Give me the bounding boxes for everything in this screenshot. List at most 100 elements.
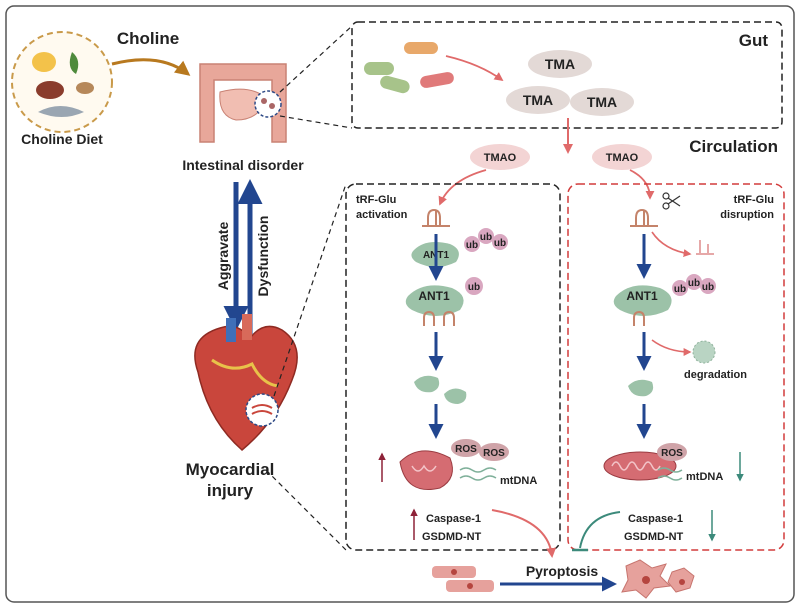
gut-box: Gut TMA TMA TMA	[351, 21, 783, 129]
choline-title: Choline	[117, 29, 179, 48]
degradation-label: degradation	[684, 369, 747, 381]
tmao-blob	[470, 144, 530, 170]
artery-vessel	[242, 314, 252, 340]
injury-label: injury	[207, 481, 254, 500]
trf-glu-bound-icon	[633, 310, 645, 326]
ub-label: ub	[468, 282, 480, 293]
trf-glu-icon	[635, 208, 649, 226]
liver-icon	[36, 81, 64, 99]
intestine-group: Intestinal disorder	[182, 63, 304, 173]
choline-diet-label: Choline Diet	[21, 131, 103, 147]
coronary-vessel	[211, 358, 279, 388]
mitochondrion-cristae	[611, 461, 661, 471]
right-panel: tRF-Glu disruption ANT1 ub ub ub degrada…	[567, 183, 785, 551]
gut-zoom-line-top	[279, 25, 353, 93]
bacterium-icon	[364, 62, 394, 75]
tmao-to-left-arrow	[438, 169, 487, 206]
ros-blob	[657, 443, 687, 461]
ant1-label: ANT1	[626, 289, 658, 303]
pyroptosis-group: Pyroptosis	[432, 509, 695, 599]
gsdmd-label: GSDMD-NT	[422, 531, 482, 543]
circulation-group: Circulation TMAO TMAO	[438, 137, 778, 206]
right-inhibits-pyroptosis-curve	[579, 511, 621, 549]
tmao-label: TMAO	[484, 152, 517, 164]
tmao-label: TMAO	[606, 152, 639, 164]
tma-label: TMA	[523, 92, 553, 108]
trf-glu-icon	[427, 208, 441, 226]
intestine-zoom-circle	[254, 90, 282, 118]
left-panel-border	[345, 183, 561, 551]
tma-blob	[506, 86, 570, 114]
healthy-mitochondrion-icon	[603, 451, 677, 481]
fish-icon	[38, 106, 84, 117]
gut-heart-links: Aggravate Dysfunction	[215, 179, 271, 334]
ant1-bound-icon	[405, 285, 464, 316]
myocardial-label: Myocardial	[186, 460, 275, 479]
aggravate-label: Aggravate	[215, 222, 231, 291]
pyroptosis-label: Pyroptosis	[526, 563, 599, 579]
ub-label: ub	[702, 282, 714, 293]
tma-blob	[528, 50, 592, 78]
gut-title: Gut	[739, 31, 769, 50]
ubiquitin-icon	[672, 280, 688, 296]
ubiquitin-icon	[464, 236, 480, 252]
aorta-vessel	[226, 318, 236, 342]
bacteria-to-tma-arrow	[445, 55, 504, 82]
left-panel-title-1: tRF-Glu	[356, 194, 396, 206]
tma-label: TMA	[587, 94, 617, 110]
diet-to-gut-arrow	[111, 58, 191, 76]
right-panel-title-1: tRF-Glu	[734, 194, 774, 206]
caspase-label: Caspase-1	[628, 513, 683, 525]
mtdna-icon	[657, 467, 683, 481]
mitochondrion-cristae	[411, 464, 437, 472]
small-intestine-icon	[219, 88, 267, 121]
mtdna-icon	[459, 467, 497, 481]
ros-blob	[451, 439, 481, 457]
ros-blob	[479, 443, 509, 461]
ant1-fragment-icon	[444, 388, 467, 404]
degradation-arrow	[651, 339, 692, 356]
ros-label: ROS	[483, 448, 505, 459]
mtdna-label: mtDNA	[686, 471, 723, 483]
ub-label: ub	[494, 238, 506, 249]
bacterium-icon	[380, 75, 410, 94]
dysfunction-label: Dysfunction	[255, 216, 271, 297]
left-panel-title-2: activation	[356, 209, 408, 221]
heart-icon	[194, 325, 298, 451]
heart-zoom-line-top	[273, 183, 347, 397]
ant1-bound-label: ANT1	[418, 289, 450, 303]
left-panel: tRF-Glu activation ANT1 ub ub ub ANT1 ub…	[345, 183, 561, 551]
intestinal-disorder-label: Intestinal disorder	[182, 157, 304, 173]
ros-label: ROS	[455, 444, 477, 455]
tmao-to-right-arrow	[629, 169, 655, 200]
outer-frame	[5, 5, 795, 603]
ubiquitin-icon	[465, 277, 483, 295]
heart-group: Myocardial injury	[186, 314, 298, 500]
mtdna-label: mtDNA	[500, 475, 537, 487]
nucleus-dot	[642, 576, 650, 584]
ub-label: ub	[688, 278, 700, 289]
caspase-label: Caspase-1	[426, 513, 481, 525]
ub-label: ub	[480, 232, 492, 243]
right-panel-title-2: disruption	[720, 209, 774, 221]
circulation-title: Circulation	[689, 137, 778, 156]
ubiquitin-icon	[700, 278, 716, 294]
left-to-pyroptosis-arrow	[491, 509, 557, 558]
ubiquitin-icon	[686, 274, 702, 290]
ub-label: ub	[674, 284, 686, 295]
ubiquitin-icon	[492, 234, 508, 250]
cleaved-trf-icon	[696, 240, 714, 255]
nucleus-dot	[451, 569, 457, 575]
ubiquitin-icon	[478, 228, 494, 244]
colon-icon	[199, 63, 287, 143]
cleavage-arrow	[651, 231, 692, 257]
gsdmd-label: GSDMD-NT	[624, 531, 684, 543]
ros-label: ROS	[661, 448, 683, 459]
spinach-icon	[69, 52, 79, 74]
bacterium-icon	[404, 42, 438, 54]
cardiomyocyte-icon	[251, 404, 273, 415]
egg-icon	[32, 52, 56, 72]
ant1-intact-icon	[628, 379, 654, 397]
ant1-fragment-icon	[414, 375, 440, 393]
